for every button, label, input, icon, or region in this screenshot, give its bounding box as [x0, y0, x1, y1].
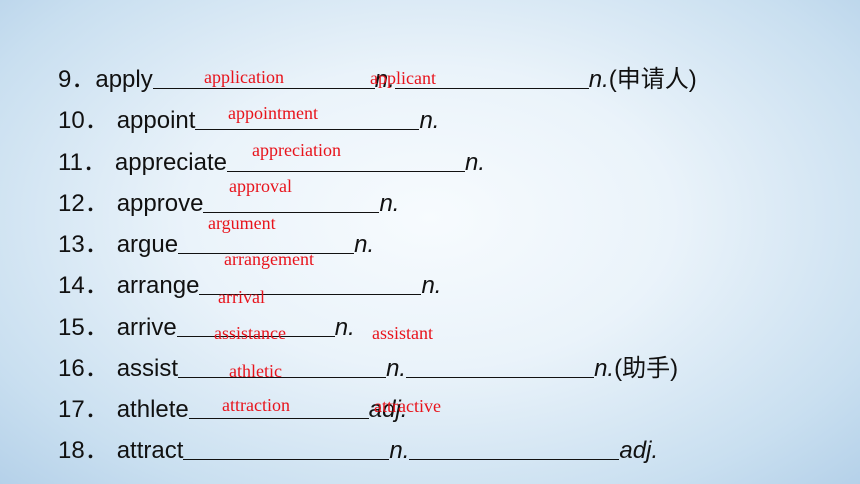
answer-blank[interactable]: [188, 394, 369, 419]
part-of-speech: n.: [421, 272, 442, 299]
part-of-speech: n.: [334, 314, 355, 341]
answer-blank[interactable]: [409, 435, 620, 460]
base-word: attract: [116, 437, 184, 464]
chinese-hint: (助手): [614, 355, 679, 382]
exercise-row-14: 14． arrange n.: [58, 269, 441, 303]
row-number: 14．: [58, 272, 109, 299]
row-number: 10．: [58, 107, 109, 134]
answer-blank[interactable]: [195, 105, 420, 130]
answer-applicant: applicant: [370, 68, 436, 88]
part-of-speech: n.: [389, 437, 410, 464]
answer-appointment: appointment: [228, 103, 318, 123]
row-number: 12．: [58, 190, 109, 217]
part-of-speech: n.: [386, 355, 407, 382]
base-word: arrange: [116, 272, 200, 299]
answer-blank[interactable]: [152, 64, 375, 89]
exercise-row-11: 11． appreciate n.: [58, 146, 485, 180]
row-number: 13．: [58, 231, 109, 258]
answer-arrival: arrival: [218, 287, 265, 307]
part-of-speech: n.: [594, 355, 615, 382]
answer-blank[interactable]: [178, 229, 355, 254]
row-number: 17．: [58, 396, 109, 423]
answer-blank[interactable]: [394, 64, 589, 89]
row-number: 11．: [58, 149, 107, 176]
answer-assistant: assistant: [372, 323, 433, 343]
base-word: approve: [116, 190, 204, 217]
answer-blank[interactable]: [178, 353, 387, 378]
base-word: argue: [116, 231, 179, 258]
base-word: appreciate: [114, 149, 227, 176]
answer-arrangement: arrangement: [224, 249, 314, 269]
exercise-row-17: 17． athlete adj.: [58, 393, 407, 427]
answer-blank[interactable]: [199, 270, 422, 295]
part-of-speech: n.: [354, 231, 375, 258]
row-number: 18．: [58, 437, 109, 464]
answer-assistance: assistance: [214, 323, 286, 343]
part-of-speech: adj.: [368, 396, 408, 423]
exercise-row-18: 18． attract n. adj.: [58, 434, 658, 468]
part-of-speech: n.: [419, 107, 440, 134]
exercise-row-12: 12． approve n.: [58, 187, 399, 221]
row-number: 9．: [58, 66, 96, 93]
answer-argument: argument: [208, 213, 276, 233]
base-word: arrive: [116, 314, 177, 341]
answer-approval: approval: [229, 176, 292, 196]
answer-attractive: attractive: [374, 396, 441, 416]
answer-athletic: athletic: [229, 361, 282, 381]
exercise-row-13: 13． argue n.: [58, 228, 374, 262]
row-number: 16．: [58, 355, 109, 382]
exercise-row-10: 10． appoint n.: [58, 104, 439, 138]
answer-application: application: [204, 67, 284, 87]
answer-blank[interactable]: [227, 147, 465, 172]
part-of-speech: n.: [465, 149, 486, 176]
chinese-hint: (申请人): [608, 66, 697, 93]
row-number: 15．: [58, 314, 109, 341]
part-of-speech: n.: [374, 66, 395, 93]
answer-blank[interactable]: [203, 188, 380, 213]
answer-blank[interactable]: [176, 312, 335, 337]
answer-blank[interactable]: [183, 435, 390, 460]
base-word: apply: [95, 66, 153, 93]
base-word: athlete: [116, 396, 189, 423]
answer-appreciation: appreciation: [252, 140, 341, 160]
part-of-speech: n.: [588, 66, 609, 93]
answer-blank[interactable]: [406, 353, 595, 378]
base-word: assist: [116, 355, 179, 382]
exercise-row-15: 15． arrive n.: [58, 311, 355, 345]
part-of-speech: n.: [379, 190, 400, 217]
part-of-speech: adj.: [619, 437, 659, 464]
base-word: appoint: [116, 107, 196, 134]
answer-attraction: attraction: [222, 395, 290, 415]
